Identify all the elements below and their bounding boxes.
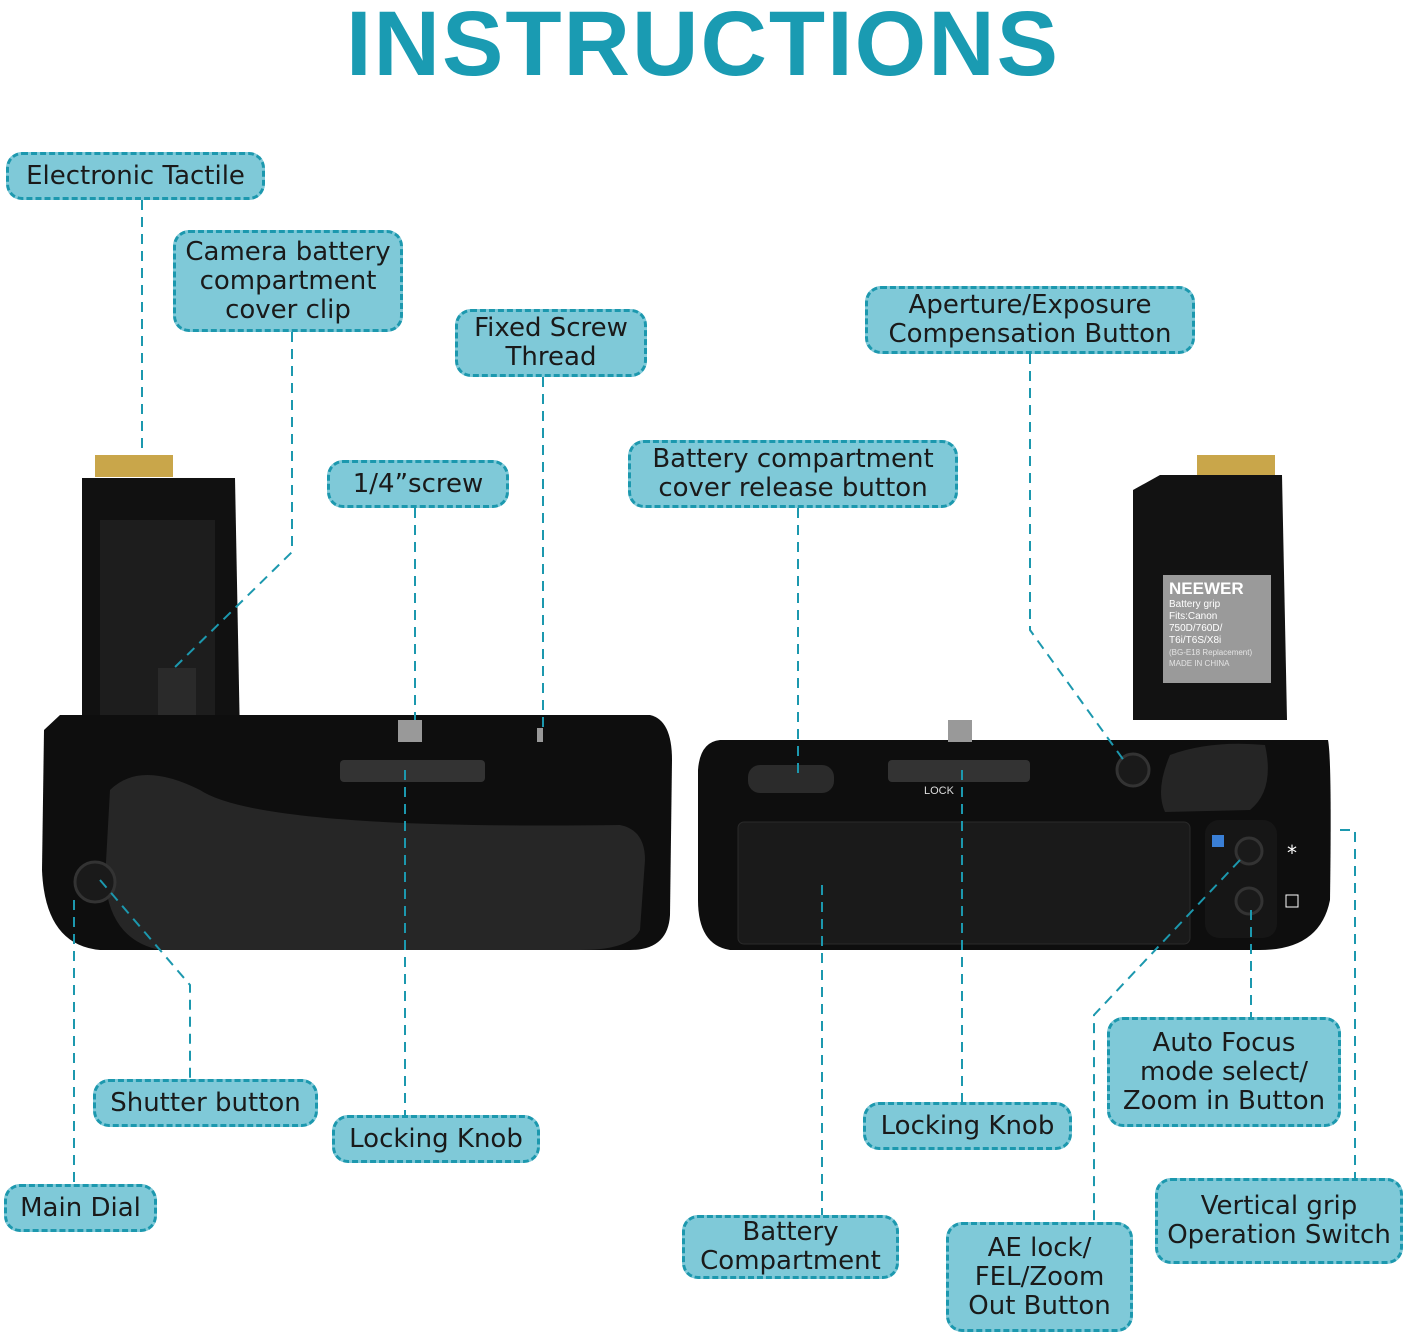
label-vertical-grip-switch: Vertical grip Operation Switch [1155, 1178, 1403, 1264]
quarter-inch-screw [398, 720, 422, 742]
label-locking-knob-left: Locking Knob [332, 1115, 540, 1163]
af-zoom-in-button [1234, 836, 1264, 866]
tag-line: Fits:Canon [1169, 611, 1218, 622]
label-cover-clip: Camera battery compartment cover clip [173, 230, 403, 332]
tag-line: 750D/760D/ [1169, 623, 1223, 634]
label-auto-focus-button: Auto Focus mode select/ Zoom in Button [1107, 1017, 1341, 1127]
brand-name: NEEWER [1169, 579, 1244, 598]
label-main-dial: Main Dial [4, 1184, 157, 1232]
asterisk-icon: * [1287, 841, 1297, 865]
label-shutter-button: Shutter button [93, 1079, 318, 1127]
aperture-button [1115, 752, 1151, 788]
label-locking-knob-right: Locking Knob [863, 1102, 1072, 1150]
product-tag: NEEWER Battery grip Fits:Canon 750D/760D… [1163, 575, 1271, 683]
locking-knob-right [888, 760, 1030, 782]
tag-line: Battery grip [1169, 599, 1221, 610]
battery-grip-front-view: * [698, 455, 1331, 950]
cover-release-button [748, 765, 834, 793]
ae-lock-button [1234, 886, 1264, 916]
label-quarter-inch-screw: 1/4”screw [327, 460, 509, 508]
label-battery-compartment: Battery Compartment [682, 1215, 899, 1279]
label-ae-lock-button: AE lock/ FEL/Zoom Out Button [946, 1222, 1133, 1332]
af-select-icon [1212, 835, 1224, 847]
tag-line: (BG-E18 Replacement) [1169, 648, 1253, 657]
page-title: INSTRUCTIONS [346, 0, 1060, 95]
thumb-rest [1161, 743, 1268, 812]
label-aperture-button: Aperture/Exposure Compensation Button [865, 286, 1195, 354]
electronic-contacts [95, 455, 173, 477]
rubber-grip [105, 775, 645, 950]
lock-indicator-text: LOCK [924, 785, 954, 797]
label-cover-release-button: Battery compartment cover release button [628, 440, 958, 508]
cover-clip [158, 668, 196, 720]
leader-lines [73, 200, 1356, 1222]
shutter-button [73, 860, 117, 904]
electronic-contacts [1197, 455, 1275, 477]
tag-line: T6i/T6S/X8i [1169, 635, 1222, 646]
locking-knob-left [340, 760, 485, 782]
af-point-icon [1285, 894, 1299, 908]
battery-grip-rear-view [42, 455, 672, 950]
battery-compartment-cover [737, 821, 1191, 945]
label-fixed-screw-thread: Fixed Screw Thread [455, 309, 647, 377]
fixed-screw-pin [537, 728, 543, 742]
tag-line: MADE IN CHINA [1169, 659, 1230, 668]
label-electronic-tactile: Electronic Tactile [6, 152, 265, 200]
